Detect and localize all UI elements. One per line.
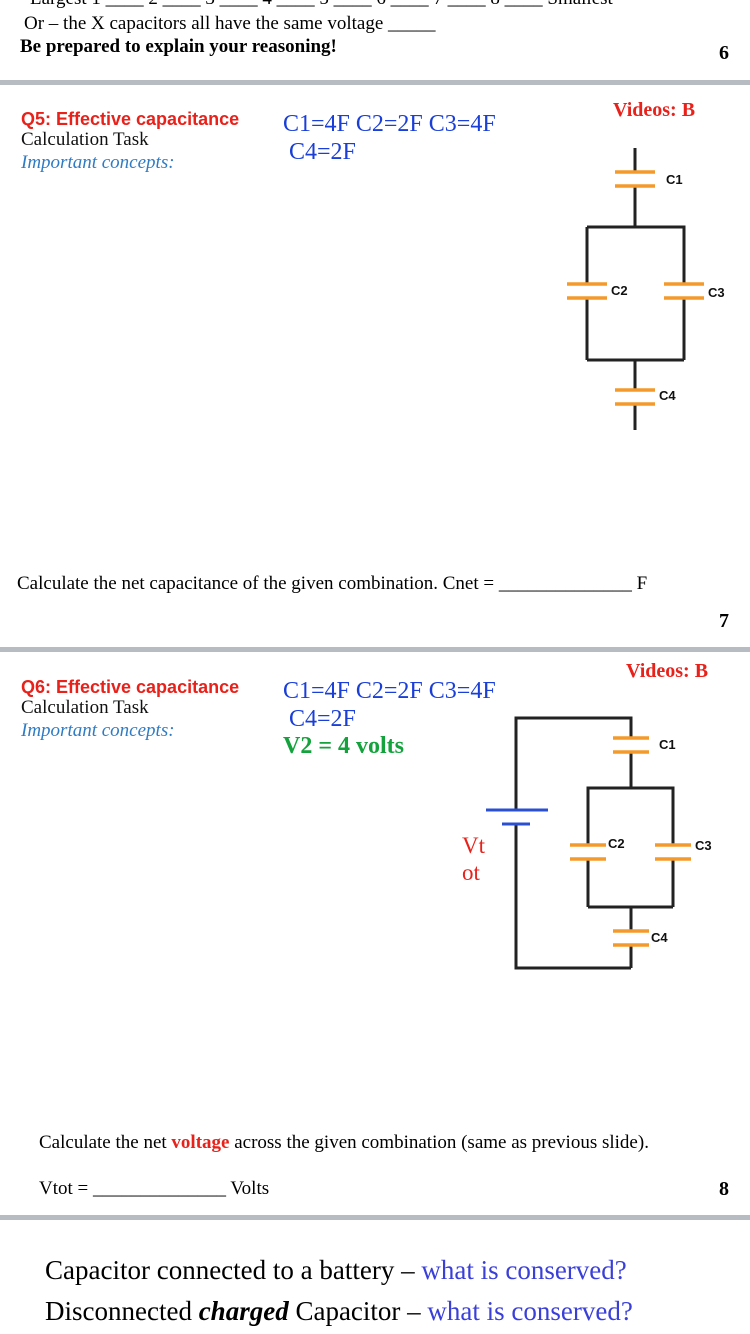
- bottom-line2-emph: charged: [198, 1296, 289, 1326]
- q5-title: Q5: Effective capacitance: [21, 109, 240, 129]
- q5-label-c1: C1: [666, 172, 683, 187]
- page-number-8: 8: [719, 1178, 729, 1200]
- bottom-line1: Capacitor connected to a battery – what …: [45, 1255, 627, 1286]
- q6-question-pre: Calculate the net: [39, 1132, 172, 1153]
- q6-label-c2: C2: [608, 836, 625, 851]
- q6-question-post: across the given combination (same as pr…: [229, 1132, 649, 1153]
- q6-battery-label: Vt ot: [462, 832, 485, 886]
- q6-title: Q6: Effective capacitance: [21, 677, 240, 697]
- page-number-7: 7: [719, 610, 729, 632]
- battery-label-line1: Vt: [462, 833, 485, 858]
- same-voltage-line: Or – the X capacitors all have the same …: [24, 13, 436, 34]
- q5-subtitle: Calculation Task: [21, 129, 149, 150]
- q5-values-line2: C4=2F: [289, 139, 356, 165]
- bottom-line1-question: what is conserved?: [421, 1255, 627, 1285]
- slide-divider: [0, 80, 750, 85]
- q6-question-highlight: voltage: [171, 1132, 230, 1153]
- q5-videos-label: Videos: B: [613, 99, 696, 121]
- battery-label-line2: ot: [462, 860, 480, 885]
- q5-circuit-diagram: C1 C2 C3 C4: [567, 148, 725, 430]
- q5-label-c3: C3: [708, 285, 725, 300]
- q6-question: Calculate the net voltage across the giv…: [39, 1132, 649, 1154]
- q5-label-c2: C2: [611, 283, 628, 298]
- ranking-line: Largest 1 ____ 2 ____ 3 ____ 4 ____ 5 __…: [30, 0, 613, 10]
- q6-subtitle: Calculation Task: [21, 697, 149, 718]
- bottom-line1-text: Capacitor connected to a battery –: [45, 1255, 422, 1285]
- q5-concepts: Important concepts:: [21, 152, 175, 173]
- q5-values-line1: C1=4F C2=2F C3=4F: [283, 111, 496, 137]
- q6-label-c1: C1: [659, 737, 676, 752]
- bottom-line2: Disconnected charged Capacitor – what is…: [45, 1296, 633, 1327]
- bottom-line2-question: what is conserved?: [427, 1296, 633, 1326]
- q6-label-c4: C4: [651, 930, 668, 945]
- q6-label-c3: C3: [695, 838, 712, 853]
- slide-divider: [0, 1215, 750, 1220]
- q6-circuit-diagram: C1 C2 C3 C4: [486, 716, 712, 970]
- q6-answer-line: Vtot = ______________ Volts: [39, 1178, 270, 1199]
- q5-question: Calculate the net capacitance of the giv…: [17, 573, 648, 594]
- bottom-line2-pre: Disconnected: [45, 1296, 199, 1326]
- page-number-6: 6: [719, 42, 729, 64]
- reasoning-prompt: Be prepared to explain your reasoning!: [20, 36, 337, 57]
- q6-videos-label: Videos: B: [626, 660, 709, 682]
- q6-concepts: Important concepts:: [21, 720, 175, 741]
- q6-values-line2: C4=2F: [289, 706, 356, 732]
- q6-given-voltage: V2 = 4 volts: [283, 733, 405, 759]
- q5-label-c4: C4: [659, 388, 676, 403]
- bottom-line2-post: Capacitor –: [288, 1296, 428, 1326]
- q6-values-line1: C1=4F C2=2F C3=4F: [283, 678, 496, 704]
- slide-divider: [0, 647, 750, 652]
